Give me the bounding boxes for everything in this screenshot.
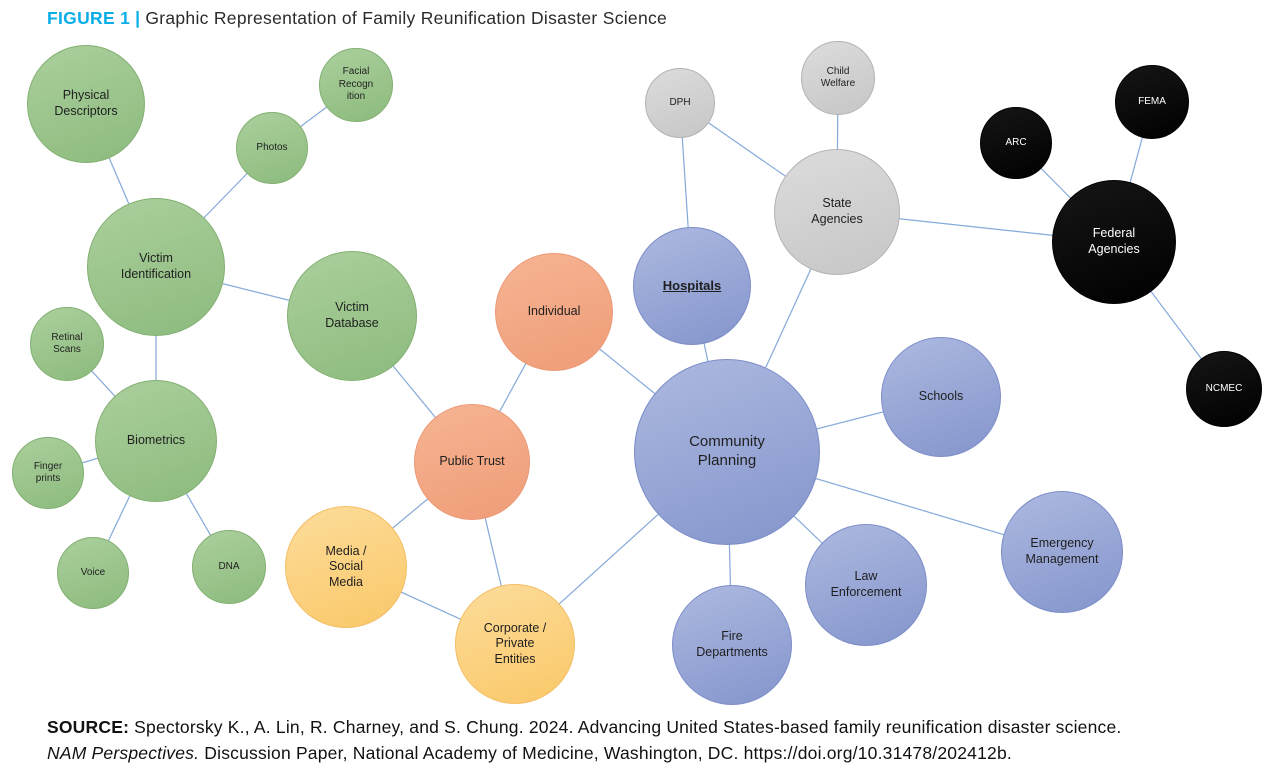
node-emergency-management: Emergency Management — [1001, 491, 1123, 613]
node-label: Emergency Management — [1025, 536, 1099, 566]
node-facial-recognition: Facial Recogn ition — [319, 48, 393, 122]
node-label: Individual — [527, 304, 581, 319]
node-label: Law Enforcement — [830, 569, 902, 599]
node-label: Victim Database — [325, 300, 379, 330]
node-label: Media / Social Media — [325, 543, 367, 589]
node-label: Federal Agencies — [1088, 226, 1140, 256]
figure-caption: FIGURE 1|Graphic Representation of Famil… — [47, 8, 667, 29]
node-label: DNA — [218, 560, 240, 572]
node-individual: Individual — [495, 253, 613, 371]
node-law-enforcement: Law Enforcement — [805, 524, 927, 646]
node-label: FEMA — [1138, 95, 1166, 107]
node-label: DPH — [669, 96, 691, 108]
node-victim-identification: Victim Identification — [87, 198, 225, 336]
node-label: Physical Descriptors — [54, 88, 118, 118]
node-ncmec: NCMEC — [1186, 351, 1262, 427]
figure-title-text: Graphic Representation of Family Reunifi… — [145, 8, 668, 28]
node-label: NCMEC — [1205, 382, 1243, 394]
node-label: Biometrics — [126, 433, 186, 448]
node-label: Corporate / Private Entities — [483, 620, 547, 666]
node-voice: Voice — [57, 537, 129, 609]
node-fire-departments: Fire Departments — [672, 585, 792, 705]
node-community-planning: Community Planning — [634, 359, 820, 545]
node-biometrics: Biometrics — [95, 380, 217, 502]
node-victim-database: Victim Database — [287, 251, 417, 381]
node-dna: DNA — [192, 530, 266, 604]
node-label: Finger prints — [33, 460, 63, 485]
caption-separator: | — [135, 8, 141, 28]
node-label: Hospitals — [662, 277, 722, 293]
node-label: State Agencies — [811, 196, 863, 226]
node-arc: ARC — [980, 107, 1052, 179]
node-physical-descriptors: Physical Descriptors — [27, 45, 145, 163]
source-line-2-text: Discussion Paper, National Academy of Me… — [199, 743, 1012, 763]
node-label: Fire Departments — [696, 629, 768, 659]
node-media-social-media: Media / Social Media — [285, 506, 407, 628]
node-retinal-scans: Retinal Scans — [30, 307, 104, 381]
source-line-1: SOURCE: Spectorsky K., A. Lin, R. Charne… — [47, 714, 1257, 740]
node-photos: Photos — [236, 112, 308, 184]
node-label: Child Welfare — [820, 65, 856, 90]
node-label: Schools — [918, 389, 964, 404]
node-state-agencies: State Agencies — [774, 149, 900, 275]
node-label: Public Trust — [439, 454, 505, 469]
node-label: Voice — [80, 566, 106, 578]
node-label: Retinal Scans — [51, 331, 83, 356]
node-schools: Schools — [881, 337, 1001, 457]
source-line-1-text: Spectorsky K., A. Lin, R. Charney, and S… — [129, 717, 1122, 737]
node-corporate-private-entities: Corporate / Private Entities — [455, 584, 575, 704]
source-label: SOURCE: — [47, 717, 130, 737]
node-public-trust: Public Trust — [414, 404, 530, 520]
node-federal-agencies: Federal Agencies — [1052, 180, 1176, 304]
source-journal-name: NAM Perspectives. — [47, 743, 200, 763]
node-label: Community Planning — [689, 433, 765, 469]
node-fingerprints: Finger prints — [12, 437, 84, 509]
node-label: ARC — [1005, 136, 1027, 148]
source-citation: SOURCE: Spectorsky K., A. Lin, R. Charne… — [47, 714, 1257, 766]
node-dph: DPH — [645, 68, 715, 138]
node-fema: FEMA — [1115, 65, 1189, 139]
node-label: Victim Identification — [120, 251, 192, 281]
node-label: Photos — [256, 141, 288, 153]
node-child-welfare: Child Welfare — [801, 41, 875, 115]
figure-number-label: FIGURE 1 — [47, 8, 131, 28]
source-line-2: NAM Perspectives. Discussion Paper, Nati… — [47, 740, 1257, 766]
node-hospitals: Hospitals — [633, 227, 751, 345]
node-label: Facial Recogn ition — [338, 66, 374, 103]
